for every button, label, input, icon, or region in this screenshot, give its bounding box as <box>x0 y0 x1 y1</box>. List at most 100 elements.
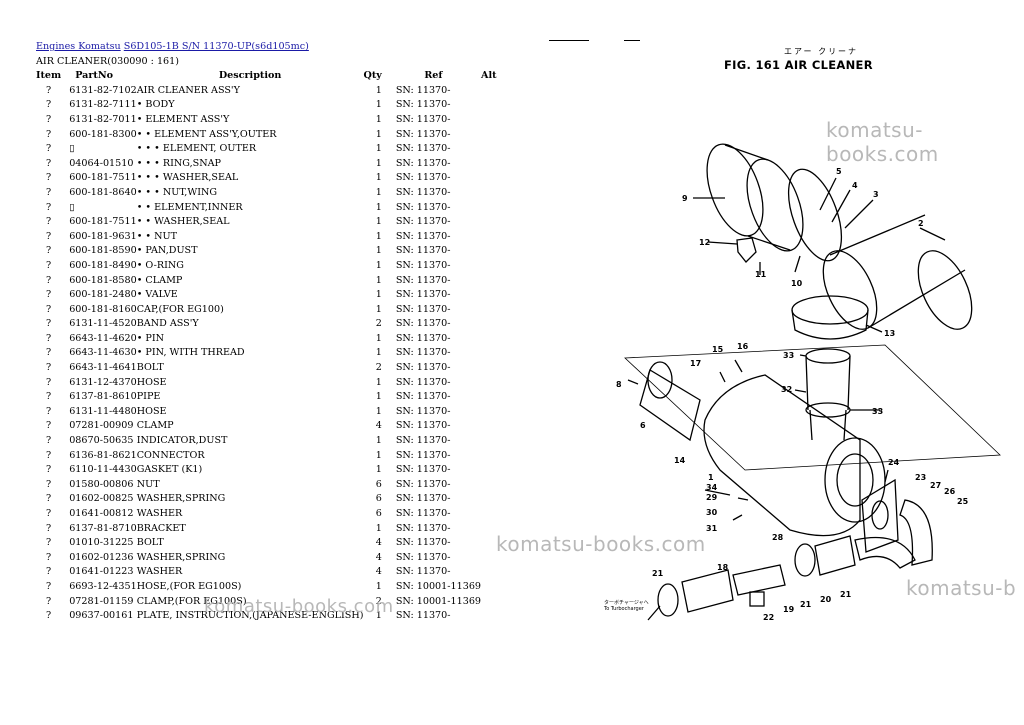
row-partno: 07281-00909 <box>69 420 134 432</box>
callout-28: 28 <box>772 533 784 542</box>
row-alt <box>481 492 497 507</box>
row-partno: 600-181-7511 <box>69 216 137 228</box>
row-qty: 1 <box>375 580 382 592</box>
row-qty: 4 <box>375 537 382 549</box>
row-item: ? <box>46 318 52 330</box>
callout-12: 12 <box>699 238 710 247</box>
row-alt <box>481 288 497 303</box>
row-ref: SN: 11370- <box>395 318 451 330</box>
row-partno: 09637-00161 <box>69 610 134 622</box>
row-qty: 1 <box>375 157 382 169</box>
row-ref: SN: 11370- <box>395 362 451 374</box>
row-partno: ▯ <box>69 143 75 155</box>
callout-33b: 33 <box>872 407 883 416</box>
row-partno: 08670-50635 <box>69 435 134 447</box>
table-header-row: Item PartNo Description Qty Ref Alt <box>36 69 497 84</box>
row-ref: SN: 11370- <box>395 332 451 344</box>
row-qty: 1 <box>375 303 382 315</box>
row-partno: 6136-81-8621 <box>69 449 137 461</box>
row-partno: 6643-11-4630 <box>69 347 137 359</box>
row-partno: 01641-00812 <box>69 508 134 519</box>
top-rule-2 <box>624 40 640 41</box>
row-item: ? <box>46 172 52 184</box>
row-item: ? <box>46 405 52 417</box>
row-description: AIR CLEANER ASS'Y <box>136 84 240 96</box>
callout-33a: 33 <box>783 351 794 360</box>
row-alt <box>481 434 497 449</box>
row-ref: SN: 11370- <box>395 420 451 432</box>
callout-24: 24 <box>888 458 900 467</box>
breadcrumb-link-engines[interactable]: Engines Komatsu <box>36 41 121 52</box>
row-qty: 1 <box>375 128 382 140</box>
callout-15: 15 <box>712 345 724 354</box>
row-description: • • • RING,SNAP <box>136 157 221 169</box>
row-ref: SN: 11370- <box>395 493 451 505</box>
row-item: ? <box>46 143 52 155</box>
row-qty: 1 <box>375 391 382 403</box>
row-item: ? <box>46 508 52 519</box>
row-description: CAP,(FOR EG100) <box>136 303 224 315</box>
watermark-top-right: komatsu-books.com <box>826 118 939 166</box>
row-partno: 6131-12-4370 <box>69 376 137 388</box>
row-qty: 1 <box>375 347 382 359</box>
row-description: • O-RING <box>136 259 184 271</box>
row-partno: 01580-00806 <box>69 478 134 490</box>
header-qty: Qty <box>363 70 382 82</box>
row-description: BOLT <box>136 537 164 549</box>
callout-26: 26 <box>944 487 956 496</box>
row-item: ? <box>46 551 52 563</box>
row-item: ? <box>46 347 52 359</box>
header-description: Description <box>218 70 282 82</box>
row-item: ? <box>46 595 52 607</box>
row-description: • • • WASHER,SEAL <box>136 172 239 184</box>
callout-21a: 21 <box>652 569 664 578</box>
row-ref: SN: 11370- <box>395 201 451 213</box>
row-description: HOSE <box>136 376 167 388</box>
row-partno: 6131-11-4520 <box>69 318 137 330</box>
row-partno: ▯ <box>69 201 75 213</box>
row-description: WASHER,SPRING <box>136 493 226 505</box>
row-qty: 2 <box>375 362 382 374</box>
row-ref: SN: 11370- <box>395 230 451 242</box>
callout-30: 30 <box>706 508 718 517</box>
row-description: • • ELEMENT,INNER <box>136 201 243 213</box>
row-ref: SN: 11370- <box>395 449 451 461</box>
row-partno: 04064-01510 <box>69 157 134 169</box>
row-alt <box>481 390 497 405</box>
row-item: ? <box>46 493 52 505</box>
callout-2: 2 <box>918 219 924 228</box>
row-alt <box>481 565 497 580</box>
row-description: GASKET (K1) <box>136 464 203 476</box>
row-description: • • ELEMENT ASS'Y,OUTER <box>136 128 277 140</box>
row-description: • • • NUT,WING <box>136 186 218 198</box>
row-qty: 1 <box>375 84 382 96</box>
row-item: ? <box>46 522 52 534</box>
row-partno: 01010-31225 <box>69 537 134 549</box>
row-qty: 6 <box>375 508 382 519</box>
row-description: • • • ELEMENT, OUTER <box>136 143 257 155</box>
row-ref: SN: 11370- <box>395 216 451 228</box>
row-ref: SN: 11370- <box>395 274 451 286</box>
top-rule-1 <box>549 40 589 41</box>
watermark-bottom-right: komatsu-b <box>906 576 1017 600</box>
row-item: ? <box>46 610 52 622</box>
callout-5: 5 <box>836 167 842 176</box>
row-alt <box>481 346 497 361</box>
breadcrumb-link-model[interactable]: S6D105-1B S/N 11370-UP(s6d105mc) <box>123 41 309 52</box>
header-ref: Ref <box>424 70 443 82</box>
